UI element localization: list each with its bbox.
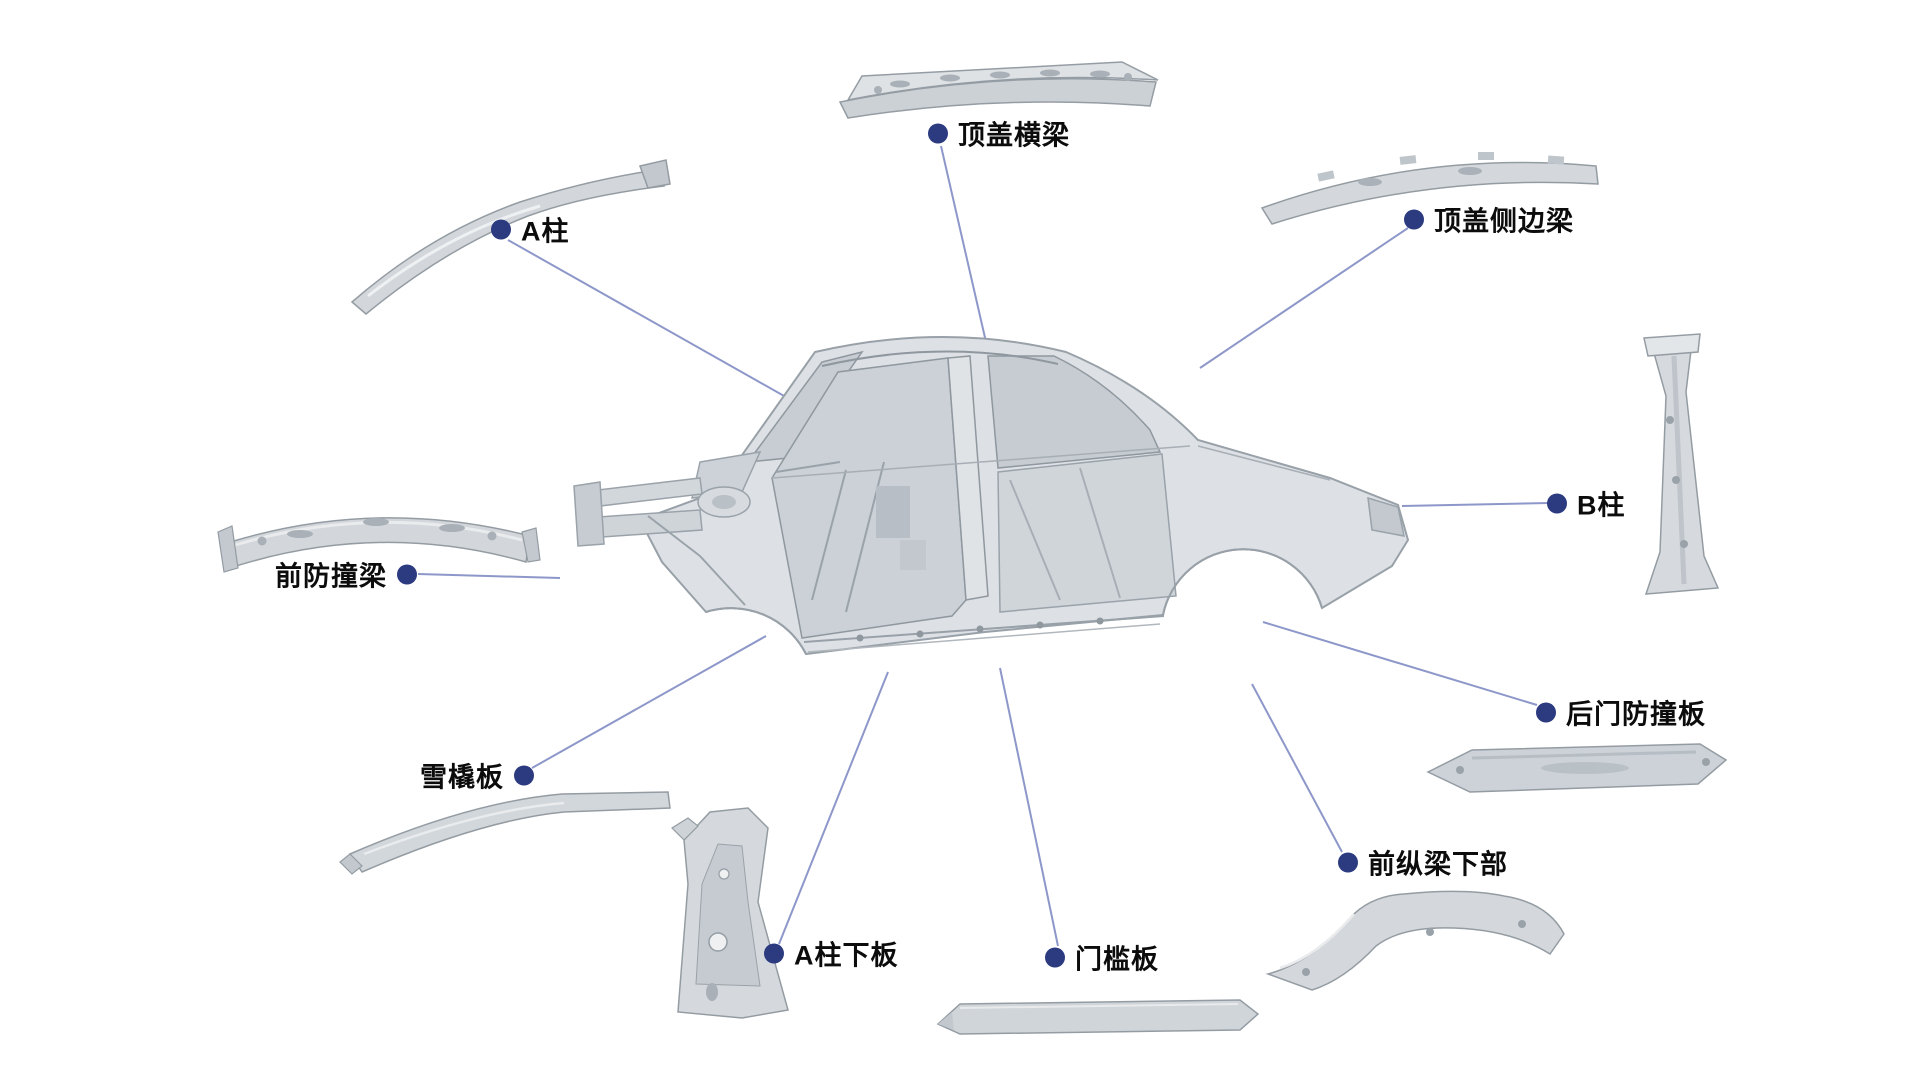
roof-inner-edge: [821, 350, 1059, 367]
rocker-holes: [856, 617, 1104, 642]
part-door-sill-plate-illustration: [936, 999, 1260, 1035]
part-a-pillar-lower-plate-illustration: [671, 807, 789, 1019]
body-b-pillar: [947, 355, 989, 601]
dash-brace: [775, 461, 841, 473]
part-label-a-pillar: A柱: [491, 210, 570, 249]
front-brace: [647, 515, 701, 557]
part-label-door-sill-plate: 门槛板: [1045, 938, 1159, 977]
rear-quarter-aperture: [987, 355, 1162, 469]
label-dot: [1536, 702, 1556, 722]
part-b-pillar-illustration: [1643, 333, 1720, 595]
label-text: 顶盖侧边梁: [1434, 206, 1574, 237]
label-dot: [1338, 852, 1358, 872]
front-upper-rail: [597, 477, 703, 507]
part-roof-side-rail-illustration: [1260, 152, 1599, 225]
car-body-illustration: [573, 336, 1410, 656]
label-text: A柱下板: [794, 940, 899, 971]
beltline: [771, 445, 1191, 479]
part-label-front-bumper-beam: 前防撞梁: [275, 555, 417, 594]
part-roof-cross-beam-illustration: [838, 61, 1159, 119]
rocker-line: [807, 623, 1161, 653]
rear-inner-structure: [997, 453, 1177, 613]
rear-brace: [1079, 467, 1121, 599]
rear-crease: [1197, 445, 1331, 481]
part-label-a-pillar-lower-plate: A柱下板: [764, 934, 899, 973]
label-text: 门槛板: [1075, 944, 1159, 975]
part-label-ski-plate: 雪橇板: [420, 756, 534, 795]
label-dot: [1547, 493, 1567, 513]
label-text: 雪橇板: [420, 762, 504, 793]
leader-line-b-pillar: [1401, 502, 1549, 507]
leader-line-a-pillar-lower-plate: [778, 671, 889, 945]
front-wheel-arch: [705, 607, 807, 655]
roof-cross-beam-slots: [874, 69, 1132, 94]
rear-wheel-arch: [1162, 548, 1323, 616]
rear-brace: [1009, 479, 1061, 601]
part-a-pillar-illustration: [350, 159, 671, 315]
leader-line-roof-side-rail: [1199, 227, 1409, 369]
part-rear-door-impact-plate-illustration: [1426, 743, 1728, 793]
part-label-front-rail-lower: 前纵梁下部: [1338, 843, 1508, 882]
front-rail-lower-holes: [1302, 920, 1526, 976]
interior-panel: [900, 540, 926, 570]
label-text: A柱: [521, 216, 570, 247]
part-label-roof-side-rail: 顶盖侧边梁: [1404, 200, 1574, 239]
interior-brace: [811, 469, 847, 601]
leader-line-a-pillar: [507, 239, 801, 406]
front-bumper-slots: [257, 518, 497, 546]
taillight-recess: [1367, 496, 1405, 537]
label-text: 顶盖横梁: [958, 120, 1070, 151]
label-dot: [514, 765, 534, 785]
leader-line-door-sill-plate: [999, 667, 1059, 947]
label-text: 前防撞梁: [275, 561, 387, 592]
leader-line-rear-door-impact-plate: [1262, 621, 1538, 706]
label-text: 前纵梁下部: [1368, 849, 1508, 880]
label-dot: [397, 564, 417, 584]
front-plate: [573, 481, 605, 547]
label-text: 后门防撞板: [1566, 699, 1706, 730]
roof-side-rail-tabs: [1317, 152, 1565, 182]
label-dot: [1045, 947, 1065, 967]
part-label-roof-cross-beam: 顶盖横梁: [928, 114, 1070, 153]
label-dot: [764, 943, 784, 963]
leader-line-roof-cross-beam: [940, 145, 987, 343]
leader-line-front-rail-lower: [1251, 683, 1343, 853]
label-text: B柱: [1577, 490, 1626, 521]
front-brace: [699, 555, 746, 606]
rocker-line: [803, 615, 1165, 643]
label-dot: [1404, 209, 1424, 229]
leader-lines: [417, 145, 1549, 947]
label-dot: [491, 219, 511, 239]
part-front-bumper-beam-illustration: [217, 517, 541, 573]
part-label-b-pillar: B柱: [1547, 484, 1626, 523]
shock-tower-opening: [712, 495, 736, 509]
interior-panel: [876, 486, 910, 538]
label-dot: [928, 123, 948, 143]
leader-line-front-bumper-beam: [417, 573, 561, 579]
leader-line-ski-plate: [531, 635, 767, 769]
b-pillar-holes: [1666, 416, 1688, 548]
part-front-rail-lower-illustration: [1265, 890, 1565, 991]
part-ski-plate-illustration: [339, 791, 671, 875]
part-label-rear-door-impact-plate: 后门防撞板: [1536, 693, 1706, 732]
